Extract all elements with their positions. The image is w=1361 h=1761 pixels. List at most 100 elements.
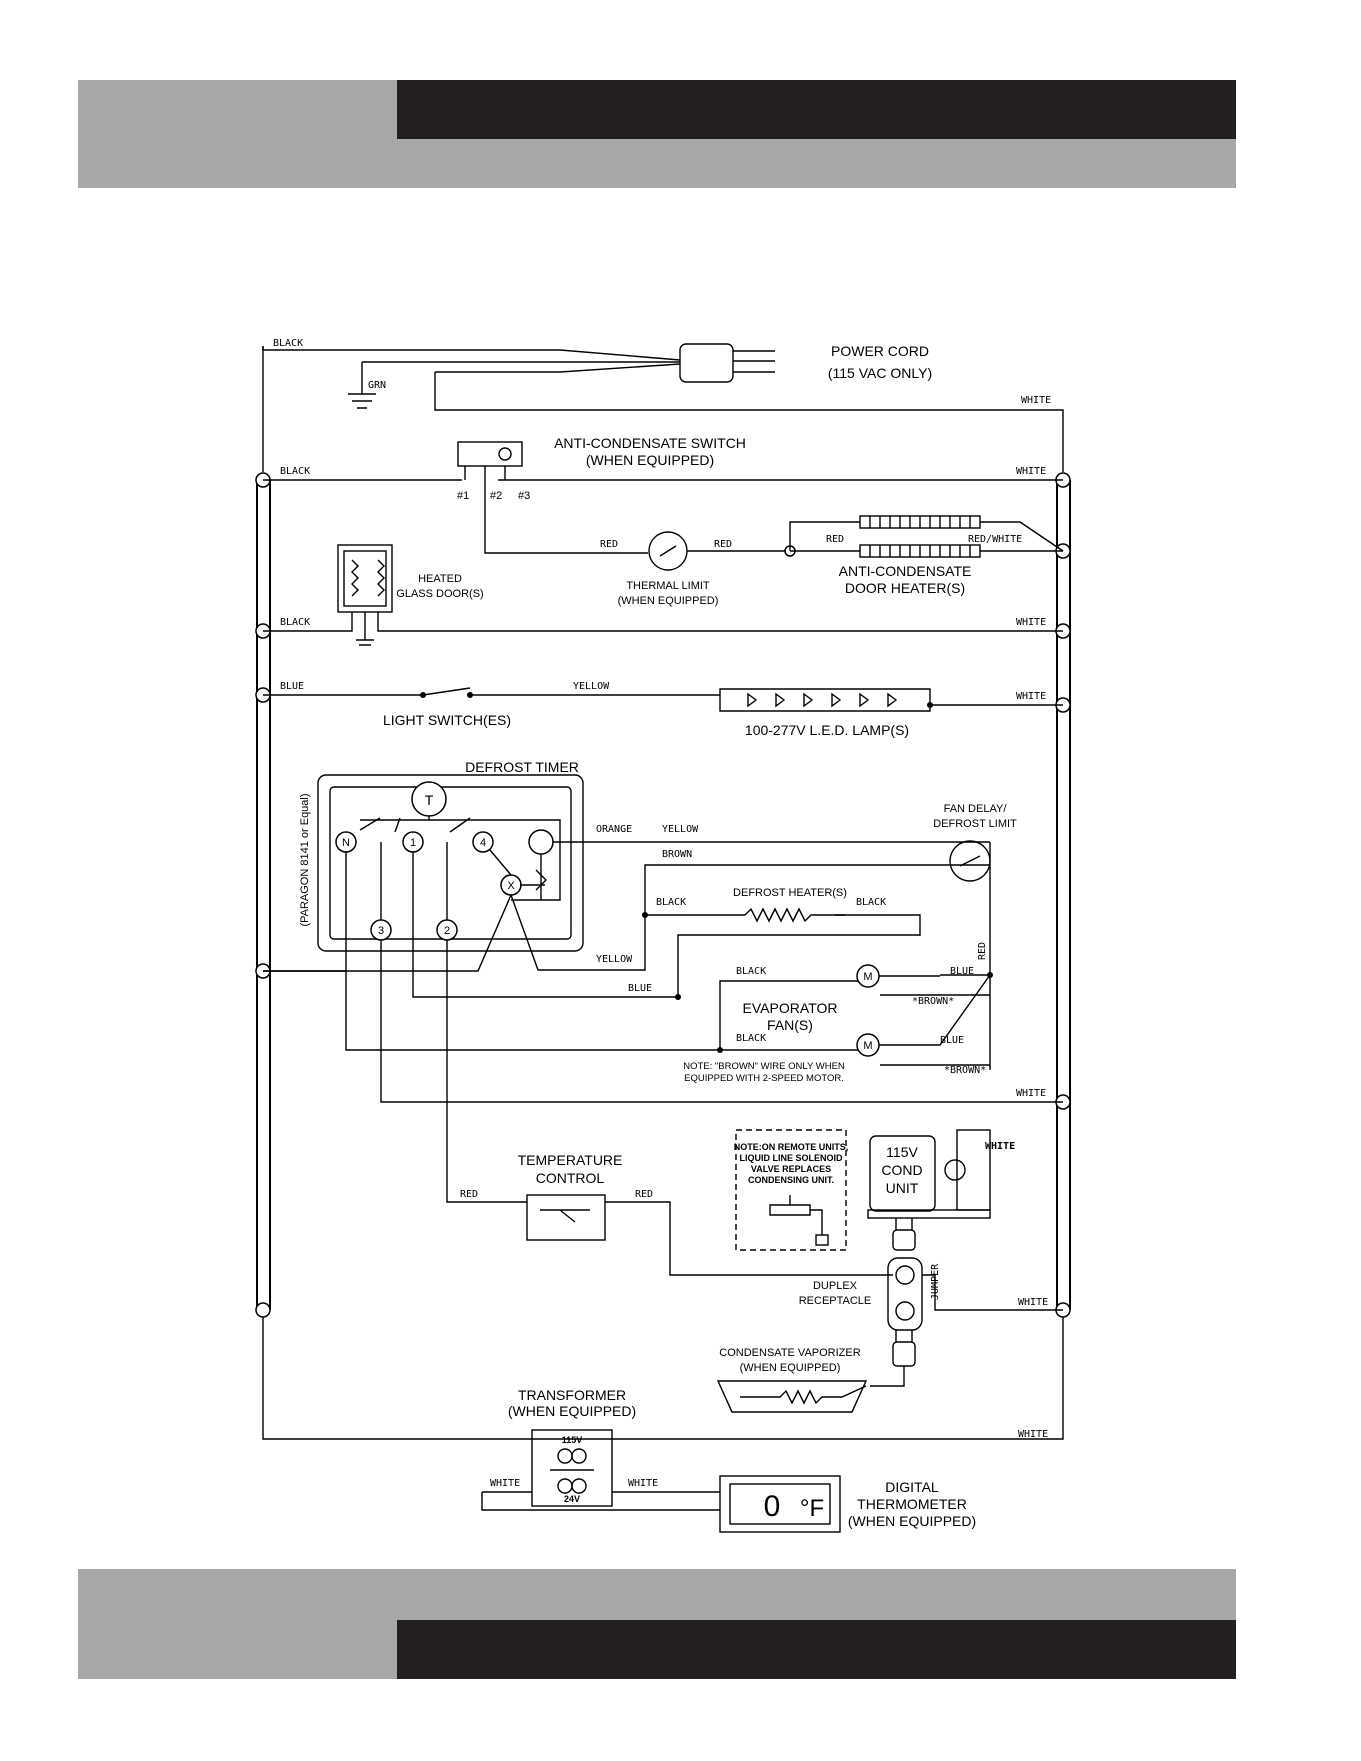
thermometer-line1: DIGITAL [885,1479,939,1495]
wire-label-yellow: YELLOW [662,824,699,835]
light-switch-label: LIGHT SWITCH(ES) [383,712,511,728]
note-brown-line1: NOTE: "BROWN" WIRE ONLY WHEN [683,1061,845,1072]
wire-label-black: BLACK [656,897,686,908]
lighting-circuit: BLUE YELLOW WHITE LIGHT SWITCH(ES) 100-2… [263,681,1063,738]
remote-note-box [735,1129,847,1251]
temperature-control-line1: TEMPERATURE [518,1152,623,1168]
thermometer-unit: °F [800,1495,824,1522]
led-lamp-icon [719,688,931,712]
timer-terminal-x: X [507,880,515,892]
anti-condensate-switch: BLACK WHITE #1 #2 #3 ANTI-CONDENSATE SWI… [263,435,1063,554]
switch-subtitle: (WHEN EQUIPPED) [586,452,714,468]
switch-terminal-1: #1 [457,490,469,502]
evaporator-motor-2: M [863,1040,872,1052]
duplex-line1: DUPLEX [813,1280,858,1292]
remote-note-line3: VALVE REPLACES [751,1164,831,1174]
wire-label-blue: BLUE [628,983,652,994]
defrost-timer: T N 1 4 3 2 X DEFROST TIMER (PARAGON 814… [299,759,584,952]
duplex-receptacle-icon [887,1257,923,1331]
transformer-subtitle: (WHEN EQUIPPED) [508,1403,636,1419]
wire-label-red: RED [460,1189,478,1200]
wire-label-brown: BROWN [662,849,692,860]
timer-terminal-n: N [342,837,350,849]
wire-label-yellow: YELLOW [596,954,633,965]
remote-note-line4: CONDENSING UNIT. [748,1175,834,1185]
thermal-limit-title: THERMAL LIMIT [626,580,710,592]
wire-label-white: WHITE [628,1478,658,1489]
transformer-title: TRANSFORMER [518,1387,626,1403]
wire-label-black: BLACK [736,1033,766,1044]
cond-unit-line1: 115V [886,1144,918,1160]
wire-label-red: RED [977,942,988,960]
transformer-primary: 115V [562,1435,583,1445]
door-heater-subtitle: DOOR HEATER(S) [845,580,965,596]
plug-icon [679,343,734,383]
thermometer-line3: (WHEN EQUIPPED) [848,1513,976,1529]
transformer-thermometer: 115V 24V 0 °F WHITE WHITE TRANSFORMER (W… [481,1387,976,1533]
timer-terminal-t: T [425,792,434,808]
transformer-icon [531,1429,613,1507]
wire-label-blue: BLUE [940,1035,964,1046]
vaporizer-title: CONDENSATE VAPORIZER [719,1347,860,1359]
wire-label-white: WHITE [1016,691,1046,702]
vaporizer-subtitle: (WHEN EQUIPPED) [740,1362,841,1374]
wire-label-white: WHITE [1016,466,1046,477]
door-heater-circuit: RED RED RED RED/WHITE THERMAL LIMIT (WHE… [600,515,1064,607]
evaporator-line1: EVAPORATOR [743,1000,838,1016]
wire-label-black: BLACK [280,466,310,477]
timer-terminal-2: 2 [444,925,450,937]
wire-label-white: WHITE [1021,395,1051,406]
power-cord: BLACK GRN WHITE POWER CORD (115 VAC ONLY… [262,338,1064,472]
wire-label-brown-star: *BROWN* [944,1065,986,1076]
wire-label-red-white: RED/WHITE [968,534,1022,545]
defrost-timer-title: DEFROST TIMER [465,759,579,775]
defrost-timer-model: (PARAGON 8141 or Equal) [299,793,311,926]
wire-label-orange: ORANGE [596,824,632,835]
wire-label-blue: BLUE [280,681,304,692]
wire-label-black: BLACK [736,966,766,977]
transformer-secondary: 24V [564,1494,580,1504]
vaporizer-pan-icon [716,1380,868,1413]
wire-label-black: BLACK [280,617,310,628]
refrigeration-circuit: RED RED TEMPERATURE CONTROL NOTE:ON REMO… [460,1129,1063,1387]
thermometer-reading: 0 [764,1490,781,1523]
footer-dark-band [397,1620,1236,1679]
fan-delay-icon [949,840,991,882]
wire-label-red: RED [600,539,618,550]
switch-terminal-3: #3 [518,490,530,502]
wire-label-white: WHITE [1016,1088,1046,1099]
wire-label-red: RED [714,539,732,550]
digital-thermometer-icon [719,1475,841,1533]
defrost-heater-label: DEFROST HEATER(S) [733,887,847,899]
power-cord-title: POWER CORD [831,343,929,359]
wire-label-black: BLACK [273,338,303,349]
defrost-wiring: M M ORANGE YELLOW BROWN BLACK BLACK YELL… [263,803,1063,1203]
fan-delay-line2: DEFROST LIMIT [933,818,1017,830]
wire-label-yellow: YELLOW [573,681,610,692]
led-lamp-label: 100-277V L.E.D. LAMP(S) [745,722,909,738]
duplex-line2: RECEPTACLE [799,1295,872,1307]
remote-note-line2: LIQUID LINE SOLENOID [739,1153,843,1163]
temperature-control-line2: CONTROL [536,1170,605,1186]
wire-label-brown-star: *BROWN* [912,996,954,1007]
wire-label-red: RED [635,1189,653,1200]
heated-glass-line2: GLASS DOOR(S) [396,588,483,600]
timer-terminal-1: 1 [410,837,416,849]
wire-label-blue: BLUE [950,966,974,977]
wire-label-white: WHITE [1016,617,1046,628]
cond-unit-icon [869,1135,936,1212]
defrost-heater-icon [744,907,845,923]
timer-terminal-3: 3 [378,925,384,937]
wire-label-white: WHITE [1018,1297,1048,1308]
wire-label-grn: GRN [368,380,386,391]
remote-note-line1: NOTE:ON REMOTE UNITS, [734,1142,849,1152]
thermometer-line2: THERMOMETER [857,1496,967,1512]
note-brown-line2: EQUIPPED WITH 2-SPEED MOTOR. [684,1073,844,1084]
thermal-limit-subtitle: (WHEN EQUIPPED) [618,595,719,607]
duplex-jumper-label: JUMPER [930,1263,941,1300]
header-dark-band [397,80,1236,139]
evaporator-line2: FAN(S) [767,1017,813,1033]
cond-unit-line3: UNIT [886,1180,919,1196]
condensate-vaporizer: CONDENSATE VAPORIZER (WHEN EQUIPPED) WHI… [716,1347,1048,1440]
